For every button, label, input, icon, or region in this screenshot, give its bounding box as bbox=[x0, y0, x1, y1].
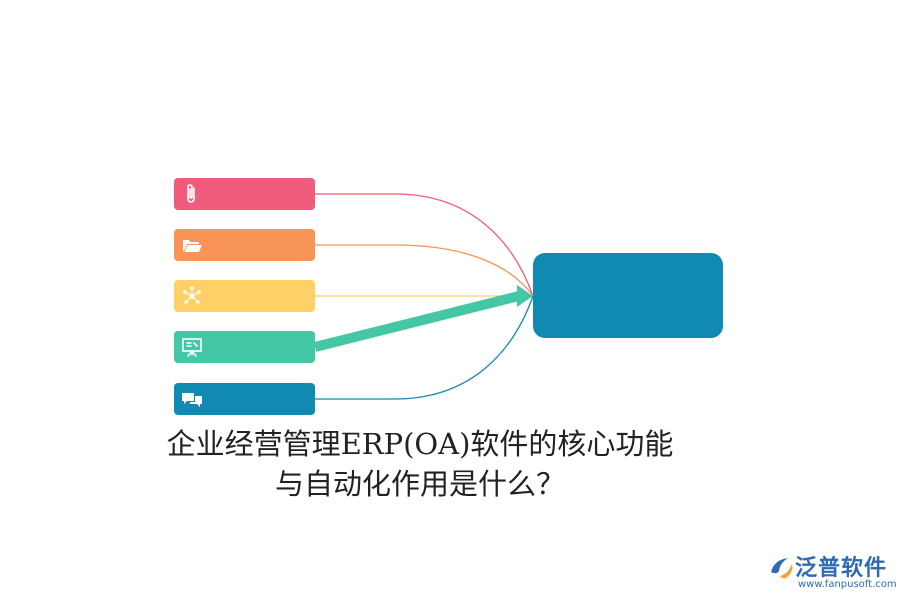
node-bar-1[interactable] bbox=[174, 178, 315, 210]
caption-line-2: 与自动化作用是什么？ bbox=[274, 467, 565, 501]
diagram-caption: 企业经营管理ERP(OA)软件的核心功能 与自动化作用是什么？ bbox=[120, 424, 720, 504]
watermark-url: www.fanpusoft.com bbox=[798, 579, 897, 590]
network-icon bbox=[180, 284, 204, 308]
node-bar-3[interactable] bbox=[174, 280, 315, 312]
connector-line-5 bbox=[315, 295, 534, 400]
node-bar-5[interactable] bbox=[174, 383, 315, 415]
central-topic-box[interactable] bbox=[533, 253, 723, 338]
connector-arrow-4 bbox=[313, 291, 521, 352]
folder-icon bbox=[180, 233, 204, 257]
fanpu-watermark: 泛普软件 www.fanpusoft.com bbox=[768, 552, 897, 594]
connector-arrowhead-4 bbox=[517, 285, 533, 307]
fanpu-logo-icon bbox=[768, 554, 796, 580]
node-bar-2[interactable] bbox=[174, 229, 315, 261]
connector-line-1 bbox=[315, 193, 534, 297]
watermark-brand-name: 泛普软件 bbox=[795, 556, 888, 581]
presentation-board-icon bbox=[180, 335, 204, 359]
node-bar-4[interactable] bbox=[174, 331, 315, 363]
chat-bubbles-icon bbox=[180, 387, 204, 411]
paperclip-icon bbox=[180, 182, 204, 206]
caption-line-1: 企业经营管理ERP(OA)软件的核心功能 bbox=[166, 427, 674, 461]
connector-line-2 bbox=[315, 244, 534, 297]
